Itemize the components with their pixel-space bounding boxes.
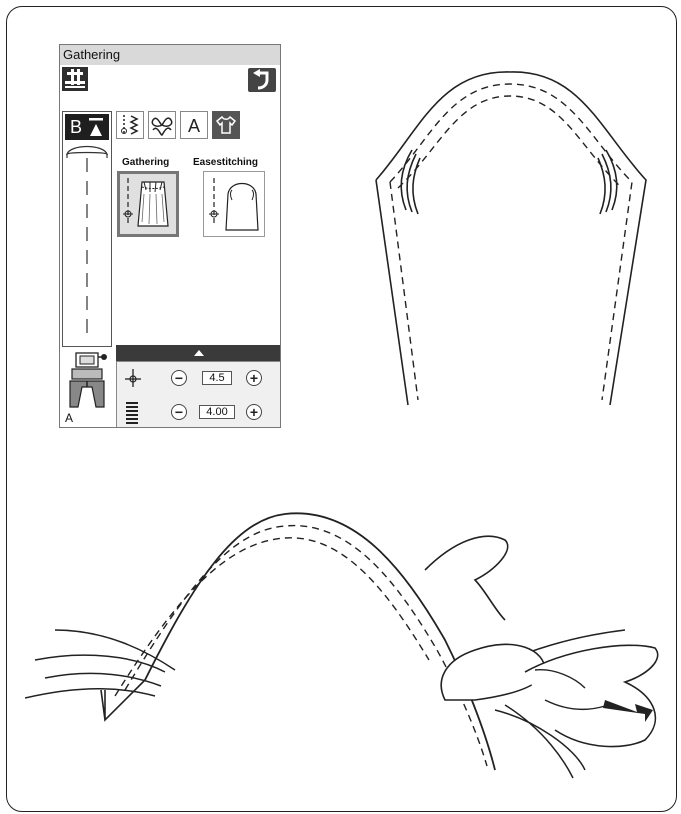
- stitch-length-icon: [126, 402, 142, 424]
- needle-position-icon: [123, 368, 143, 388]
- length-decrease-button[interactable]: −: [171, 404, 187, 420]
- decorative-stitch-icon: [149, 112, 175, 138]
- utility-stitch-icon: [117, 112, 143, 138]
- sleeve-illustration: [360, 70, 660, 410]
- top-toolbar: [60, 65, 280, 93]
- expand-up-icon: [116, 345, 281, 361]
- back-button[interactable]: [248, 68, 276, 92]
- presser-foot-icon: [62, 67, 88, 91]
- sleeve-icon: [204, 172, 264, 236]
- width-value: 4.5: [202, 371, 232, 385]
- width-increase-button[interactable]: +: [246, 370, 262, 386]
- expand-panel-button[interactable]: [116, 345, 281, 361]
- garment-icon: [213, 112, 239, 138]
- gathering-stitch-button[interactable]: [117, 171, 179, 237]
- settings-panel: − 4.5 + − 4.00 +: [116, 361, 281, 428]
- up-triangle-icon: [87, 116, 107, 138]
- presser-foot-button[interactable]: [62, 67, 88, 91]
- alphabet-icon: A: [181, 112, 207, 138]
- back-arrow-icon: [248, 68, 276, 92]
- garment-category-button[interactable]: [212, 111, 240, 139]
- stitch-label-gathering: Gathering: [122, 157, 169, 168]
- window-title: Gathering: [60, 45, 280, 65]
- decorative-category-button[interactable]: [148, 111, 176, 139]
- stitch-preview-icon: [63, 142, 111, 346]
- fabric-gathering-illustration: [25, 500, 665, 780]
- length-increase-button[interactable]: +: [246, 404, 262, 420]
- svg-text:A: A: [188, 116, 200, 136]
- easestitching-stitch-button[interactable]: [203, 171, 265, 237]
- memory-mark-label: B: [70, 117, 82, 137]
- width-decrease-button[interactable]: −: [171, 370, 187, 386]
- utility-category-button[interactable]: [116, 111, 144, 139]
- presser-foot-label: A: [65, 411, 73, 425]
- gathering-garment-icon: [120, 174, 176, 234]
- stitch-preview-panel: B: [62, 111, 112, 347]
- alphabet-category-button[interactable]: A: [180, 111, 208, 139]
- memory-mark-button[interactable]: B: [65, 114, 109, 140]
- stitch-label-easestitching: Easestitching: [193, 157, 258, 168]
- length-value: 4.00: [199, 405, 235, 419]
- presser-foot-indicator[interactable]: A: [62, 351, 112, 427]
- presser-foot-a-icon: [62, 351, 112, 413]
- lcd-screen: Gathering: [59, 44, 281, 428]
